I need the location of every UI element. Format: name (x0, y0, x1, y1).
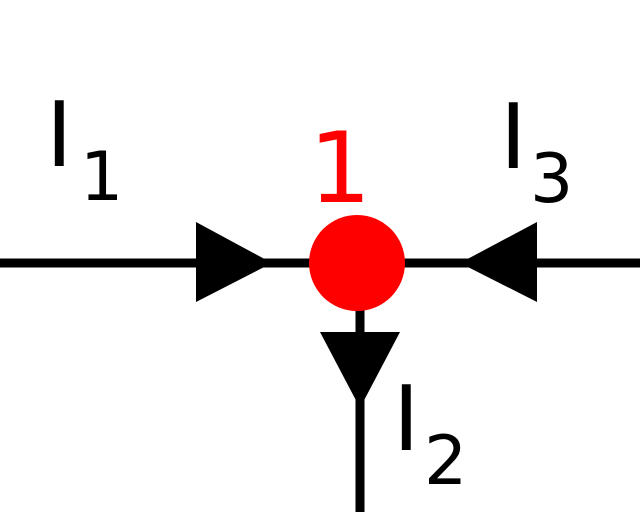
current-label-i2: I 2 (393, 367, 467, 501)
arrow-i3 (460, 222, 537, 302)
current-label-i1: I 1 (46, 83, 123, 217)
current-letter-i1: I (46, 83, 73, 188)
current-label-i3: I 3 (500, 85, 573, 219)
current-subscript-i3: 3 (530, 140, 573, 219)
junction-node (309, 215, 405, 311)
arrow-i1 (196, 222, 272, 302)
node-label: 1 (309, 112, 371, 226)
current-letter-i3: I (500, 85, 527, 190)
current-subscript-i1: 1 (80, 138, 123, 217)
current-letter-i2: I (393, 367, 420, 472)
current-subscript-i2: 2 (424, 422, 467, 501)
arrow-i2 (320, 332, 400, 408)
